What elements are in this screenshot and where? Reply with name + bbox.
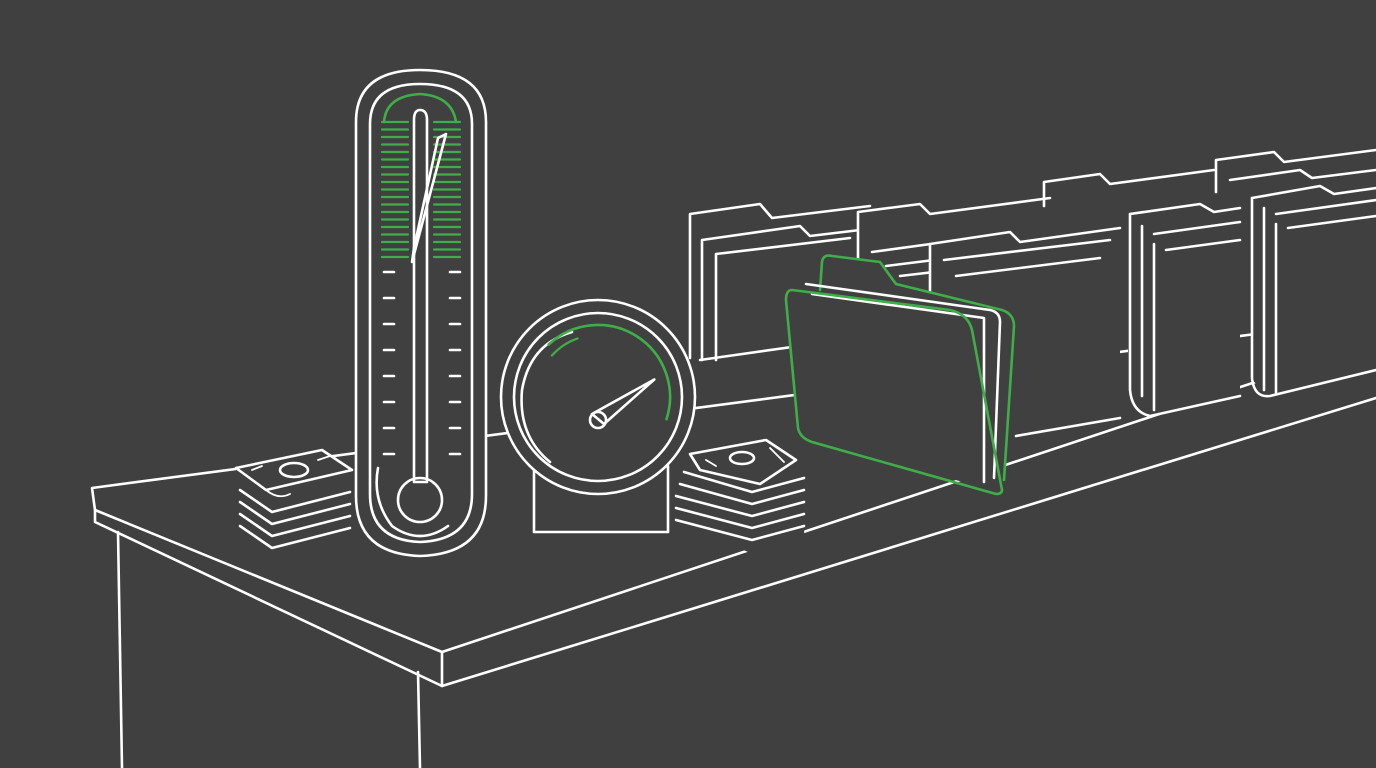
thermometer (354, 68, 488, 558)
gauge-hub (588, 410, 608, 430)
thermometer-fill (380, 120, 462, 259)
thermometer-inner-outline (368, 82, 474, 544)
bill-emblem (728, 450, 756, 466)
bill-emblem (278, 461, 310, 479)
gauge-needle (590, 378, 656, 426)
thermometer-top-arc (382, 92, 458, 124)
thermometer-needle (410, 132, 448, 264)
bill-top (234, 448, 354, 492)
gauge-accent-arc (547, 323, 672, 421)
gauge-face (512, 311, 684, 483)
gauge-inner-arc (550, 337, 579, 357)
desk-right-leg (416, 670, 422, 768)
bill-top (688, 438, 798, 486)
highlighted-folder (784, 254, 1016, 496)
highlighted-folder-front (784, 288, 1004, 496)
pressure-gauge (499, 298, 697, 534)
thermometer-body (354, 68, 488, 558)
highlighted-folder-papers (804, 282, 1002, 480)
thermometer-tube (412, 108, 429, 484)
desk-side-edge (93, 508, 444, 688)
cash-stack-right (674, 438, 806, 552)
thermometer-scale (382, 270, 462, 456)
folder-back-5 (1214, 148, 1376, 398)
highlighted-folder-back (818, 254, 1016, 482)
thermometer-bulb (396, 476, 444, 524)
folder-back-4 (1042, 168, 1242, 418)
desk-left-leg (116, 530, 124, 768)
gauge-stand (532, 464, 670, 534)
cash-stack-left (234, 448, 354, 552)
gauge-bezel (499, 298, 697, 496)
